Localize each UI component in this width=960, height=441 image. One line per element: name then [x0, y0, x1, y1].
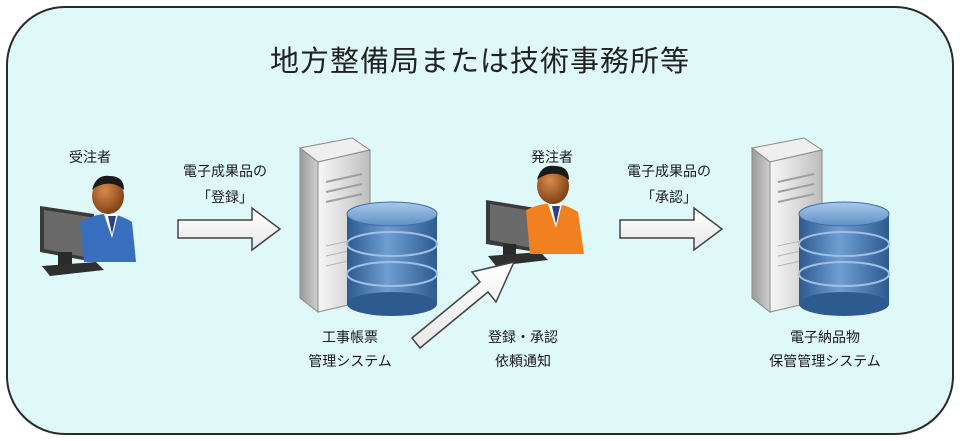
archive-database-icon	[798, 201, 890, 316]
ledger-system-label: 工事帳票 管理システム	[290, 328, 410, 372]
request-flow-label: 登録・承認 依頼通知	[468, 328, 578, 372]
diagram-title: 地方整備局または技術事務所等	[269, 44, 690, 78]
ledger-system-line1: 工事帳票	[322, 330, 378, 346]
orderer-person-icon	[486, 165, 584, 266]
request-arrow	[410, 260, 516, 350]
approve-flow-label: 電子成果品の 「承認」	[604, 162, 734, 208]
ledger-system-line2: 管理システム	[308, 354, 392, 370]
archive-system-line2: 保管管理システム	[769, 354, 881, 370]
office-panel	[6, 6, 954, 435]
request-flow-line2: 依頼通知	[495, 354, 551, 370]
contractor-label: 受注者	[69, 150, 111, 166]
register-flow-line2: 「登録」	[197, 190, 253, 206]
contractor-person-icon	[40, 175, 136, 276]
archive-system-line1: 電子納品物	[790, 330, 860, 346]
approve-flow-line2: 「承認」	[641, 190, 697, 206]
register-flow-line1: 電子成果品の	[183, 164, 267, 180]
register-flow-label: 電子成果品の 「登録」	[160, 162, 290, 208]
orderer-label: 発注者	[531, 150, 573, 166]
approve-arrow	[619, 206, 724, 252]
approve-flow-line1: 電子成果品の	[627, 164, 711, 180]
register-arrow	[177, 206, 282, 252]
request-flow-line1: 登録・承認	[488, 330, 558, 346]
ledger-database-icon	[346, 201, 438, 316]
archive-system-label: 電子納品物 保管管理システム	[745, 328, 905, 372]
